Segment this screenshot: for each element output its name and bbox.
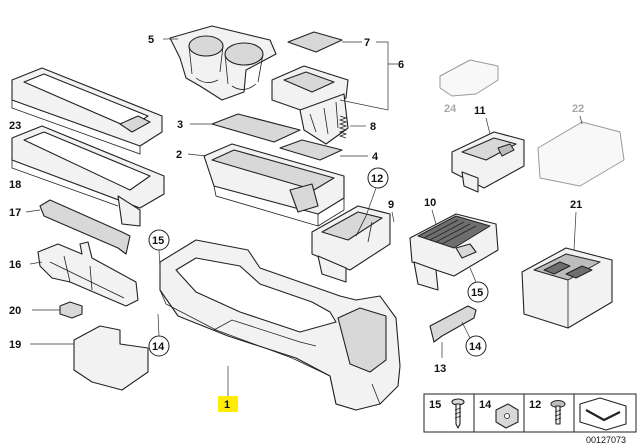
label-3: 3 bbox=[177, 119, 183, 131]
part-16-bracket bbox=[37, 241, 139, 307]
part-8-spring bbox=[338, 115, 348, 139]
part-7-mat bbox=[287, 31, 343, 53]
label-11: 11 bbox=[474, 105, 486, 117]
leader-22 bbox=[579, 115, 583, 125]
label-4: 4 bbox=[372, 151, 379, 163]
label-23: 23 bbox=[9, 120, 21, 132]
part-3-lid bbox=[211, 113, 301, 143]
leader-14-a bbox=[157, 313, 160, 337]
label-18: 18 bbox=[9, 179, 21, 191]
reference-number: 00127073 bbox=[586, 435, 626, 445]
label-17: 17 bbox=[9, 207, 21, 219]
label-7: 7 bbox=[364, 37, 370, 49]
label-22: 22 bbox=[572, 103, 584, 115]
label-14-a: 14 bbox=[152, 341, 165, 353]
callout-14-b bbox=[465, 335, 487, 357]
bolt-icon bbox=[550, 400, 566, 425]
leader-6 bbox=[339, 41, 398, 111]
part-4-insert bbox=[279, 139, 343, 161]
leader-11 bbox=[485, 117, 491, 135]
part-2-tray bbox=[203, 143, 345, 227]
label-21: 21 bbox=[570, 199, 582, 211]
part-18-frame bbox=[11, 125, 165, 227]
legend-label-12: 12 bbox=[529, 399, 541, 411]
part-10-box bbox=[409, 213, 499, 291]
part-11-housing bbox=[451, 131, 525, 193]
leader-21 bbox=[573, 211, 577, 251]
part-1-console bbox=[159, 239, 401, 411]
part-24-bracket bbox=[439, 59, 499, 97]
callout-15-b bbox=[467, 281, 489, 303]
leader-12 bbox=[365, 187, 377, 217]
label-9: 9 bbox=[388, 199, 394, 211]
label-13: 13 bbox=[434, 363, 446, 375]
part-23-frame bbox=[11, 67, 163, 155]
label-15-a: 15 bbox=[152, 235, 164, 247]
part-9-box bbox=[311, 205, 391, 283]
part-13-bracket bbox=[429, 305, 477, 343]
reference-symbol-icon bbox=[579, 397, 627, 431]
hardware-legend: 15 14 12 bbox=[423, 393, 637, 433]
label-15-b: 15 bbox=[471, 287, 483, 299]
highlight-box bbox=[218, 396, 238, 412]
leader-15-a bbox=[158, 249, 161, 269]
leader-2 bbox=[187, 153, 207, 157]
label-16: 16 bbox=[9, 259, 21, 271]
leader-9 bbox=[391, 211, 395, 223]
part-19-cover bbox=[73, 325, 149, 391]
leader-15-b bbox=[469, 267, 477, 283]
label-2: 2 bbox=[176, 149, 182, 161]
part-17-strip bbox=[39, 199, 131, 255]
part-21-switch bbox=[521, 247, 613, 329]
leader-16 bbox=[29, 261, 43, 265]
label-6: 6 bbox=[398, 59, 404, 71]
legend-label-14: 14 bbox=[479, 399, 492, 411]
leader-10 bbox=[431, 209, 437, 225]
label-8: 8 bbox=[370, 121, 376, 133]
leader-14-b bbox=[461, 321, 471, 339]
label-12: 12 bbox=[371, 173, 383, 185]
label-19: 19 bbox=[9, 339, 21, 351]
label-5: 5 bbox=[148, 34, 154, 46]
leader-17 bbox=[25, 209, 41, 213]
part-22-cover bbox=[537, 121, 625, 187]
legend-label-15: 15 bbox=[429, 399, 441, 411]
part-6-compartment bbox=[271, 65, 349, 145]
screw-icon bbox=[451, 398, 465, 429]
label-1: 1 bbox=[224, 399, 230, 411]
part-5-cupholder bbox=[169, 25, 277, 101]
label-14-b: 14 bbox=[469, 341, 482, 353]
clip-nut-icon bbox=[495, 403, 519, 429]
label-10: 10 bbox=[424, 197, 436, 209]
label-24: 24 bbox=[444, 103, 457, 115]
label-20: 20 bbox=[9, 305, 21, 317]
part-20-clip bbox=[59, 301, 83, 319]
callout-12 bbox=[367, 167, 389, 189]
